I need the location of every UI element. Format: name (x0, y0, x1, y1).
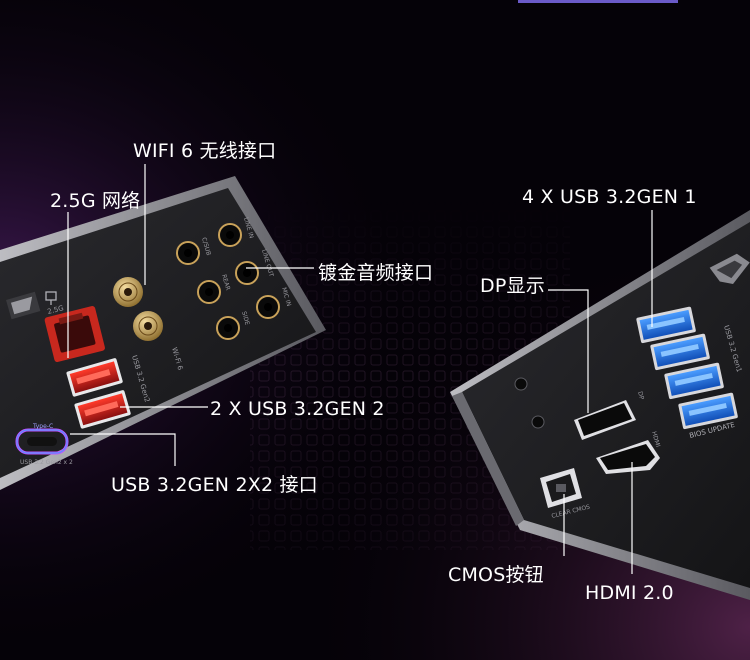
leader-lines (67, 164, 653, 574)
usb-gen1-port-2 (650, 333, 710, 371)
usb-gen1-port-1 (636, 306, 696, 344)
network-icon (45, 291, 57, 305)
audio-jack-3 (197, 280, 221, 304)
audio-jack-4 (235, 261, 259, 285)
wifi-antenna-connector-1 (113, 277, 143, 307)
left-io-panel: 2.5G USB 3.2 Gen2 Type-C USB 3.2 Gen2 x … (0, 176, 326, 490)
label-usb-2x2: USB 3.2GEN 2X2 接口 (111, 474, 318, 496)
label-wifi: WIFI 6 无线接口 (133, 140, 277, 162)
label-usb-gen2: 2 X USB 3.2GEN 2 (210, 398, 385, 420)
usb-gen2-port-1 (66, 358, 123, 397)
leader-dp (548, 289, 589, 413)
hdmi-caption: HDMI (650, 431, 661, 449)
top-accent-bar (518, 0, 678, 3)
screw-1 (514, 377, 528, 391)
audio-label-rear: REAR (220, 274, 231, 292)
rog-logo-right (709, 253, 750, 284)
usb-gen1-port-3 (664, 362, 724, 400)
audio-jack-6 (256, 295, 280, 319)
typec-port (15, 428, 69, 455)
audio-jack-5 (216, 316, 240, 340)
dp-caption: DP (636, 391, 645, 401)
displayport-port (574, 400, 636, 440)
typec-sub-caption: USB 3.2 Gen2 x 2 (20, 459, 73, 466)
label-audio: 镀金音频接口 (318, 262, 434, 284)
label-cmos: CMOS按钮 (448, 564, 544, 586)
lan-port (44, 306, 105, 362)
clear-cmos-button (540, 468, 582, 508)
right-io-panel: USB 3.2 Gen1 BIOS UPDATE DP HDMI CLEAR C… (450, 210, 750, 600)
leader-usb-2x2 (70, 433, 176, 466)
screw-2 (531, 415, 545, 429)
hdmi-port (596, 440, 660, 474)
label-usb-gen1: 4 X USB 3.2GEN 1 (522, 186, 697, 208)
label-lan: 2.5G 网络 (50, 190, 141, 212)
label-dp: DP显示 (480, 275, 545, 297)
usb-gen2-port-2 (74, 390, 131, 429)
rog-logo-left (6, 291, 41, 320)
label-hdmi: HDMI 2.0 (585, 582, 674, 604)
audio-label-side: SIDE (240, 311, 251, 327)
audio-jack-1 (176, 241, 200, 265)
usb-gen1-port-4 (678, 392, 738, 430)
audio-label-csub: C/SUB (200, 237, 212, 257)
lan-caption: 2.5G (47, 304, 65, 316)
audio-jack-2 (218, 223, 242, 247)
wifi-antenna-connector-2 (133, 311, 163, 341)
typec-caption: Type-C (32, 423, 53, 430)
